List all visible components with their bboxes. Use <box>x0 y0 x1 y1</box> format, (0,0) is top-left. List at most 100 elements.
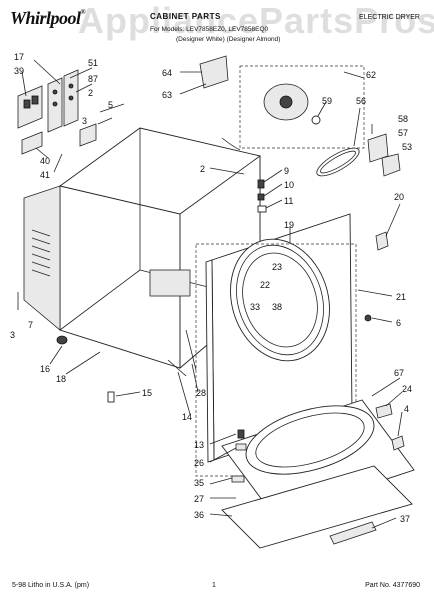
callout-36: 36 <box>194 510 204 520</box>
watermark-text: AppliancePartsPros.com <box>78 0 434 41</box>
callout-63: 63 <box>162 90 172 100</box>
leader-41 <box>53 153 63 173</box>
screw-6 <box>364 314 372 322</box>
door-gasket-67 <box>245 405 375 475</box>
callout-41: 41 <box>40 170 50 180</box>
callout-labels: 17 39 51 87 2 5 3 40 41 64 63 62 59 56 5… <box>10 52 412 524</box>
heater-box-62 <box>239 65 365 149</box>
leader-6 <box>371 317 393 323</box>
callout-38: 38 <box>272 302 282 312</box>
models-line: For Models: LEV7858EZ0, LEV7858EQ0 <box>150 26 269 33</box>
designer-line: (Designer White) (Designer Almond) <box>176 36 281 43</box>
callout-62: 62 <box>366 70 376 80</box>
wire-group <box>209 137 283 213</box>
leader-87 <box>75 83 93 93</box>
leader-39 <box>21 71 27 97</box>
side-panel-7 <box>23 185 61 331</box>
belt-group <box>316 107 401 251</box>
callout-7: 7 <box>28 320 33 330</box>
door-seal-33 <box>236 244 324 356</box>
part-20 <box>375 231 389 251</box>
callout-24: 24 <box>402 384 412 394</box>
switch-knob-1 <box>52 89 58 95</box>
front-panel-group <box>195 213 393 477</box>
clip-14 <box>167 359 187 377</box>
foot-16 <box>56 335 68 345</box>
brand-logo-text: Whirlpool <box>10 8 81 28</box>
callout-57: 57 <box>398 128 408 138</box>
callout-10: 10 <box>284 180 294 190</box>
door-gasket-inner <box>255 412 365 468</box>
door-group <box>209 377 415 549</box>
cabinet-base-left <box>59 269 141 331</box>
leader-18 <box>65 351 101 375</box>
callout-19: 19 <box>284 220 294 230</box>
footer-part-number: Part No. 4377690 <box>365 582 420 589</box>
door-opening <box>230 238 330 362</box>
heater-center <box>279 95 293 109</box>
part-59 <box>311 115 321 125</box>
hinge-24 <box>375 403 393 419</box>
callout-37: 37 <box>400 514 410 524</box>
diagram-title: CABINET PARTS <box>150 12 221 21</box>
block-53 <box>381 153 401 177</box>
leader-17 <box>33 59 61 85</box>
callout-14: 14 <box>182 412 192 422</box>
callout-3a: 3 <box>82 116 87 126</box>
bracket-64 <box>199 55 229 89</box>
bracket-40 <box>21 131 43 155</box>
product-type: ELECTRIC DRYER <box>359 14 420 21</box>
wire-harness <box>221 137 241 151</box>
brand-logo: Whirlpool® <box>10 8 86 29</box>
leader-56 <box>353 107 361 147</box>
callout-67: 67 <box>394 368 404 378</box>
drum-belt-inner <box>320 150 356 174</box>
leader-62 <box>343 71 365 79</box>
callout-28: 28 <box>196 388 206 398</box>
callout-6: 6 <box>396 318 401 328</box>
strike-35 <box>231 475 245 483</box>
leader-11 <box>265 199 283 209</box>
callout-21: 21 <box>396 292 406 302</box>
part-11 <box>257 205 267 213</box>
callout-15: 15 <box>142 388 152 398</box>
leader-10 <box>263 183 283 197</box>
hinge-4 <box>391 435 405 451</box>
leader-13 <box>209 433 237 445</box>
callout-23: 23 <box>272 262 282 272</box>
callout-51: 51 <box>88 58 98 68</box>
leader-15 <box>115 391 141 397</box>
callout-59: 59 <box>322 96 332 106</box>
heater-group <box>179 55 365 149</box>
leader-63 <box>179 83 207 95</box>
switch-knob-2 <box>52 101 58 107</box>
footer-page-number: 1 <box>212 582 216 589</box>
callout-40: 40 <box>40 156 50 166</box>
latch-26 <box>235 443 247 451</box>
leader-28 <box>191 363 199 393</box>
callout-3b: 3 <box>10 330 15 340</box>
callout-53: 53 <box>402 142 412 152</box>
leader-36 <box>209 513 233 517</box>
part-10 <box>257 193 265 201</box>
brand-reg-mark: ® <box>80 8 86 16</box>
callout-39: 39 <box>14 66 24 76</box>
callout-5: 5 <box>108 100 113 110</box>
leader-26 <box>209 447 237 463</box>
bracket-15 <box>107 391 115 403</box>
callout-11: 11 <box>284 196 293 206</box>
leader-9 <box>263 169 283 183</box>
leader-20 <box>385 203 401 237</box>
callout-9: 9 <box>284 166 289 176</box>
callout-17: 17 <box>14 52 24 62</box>
bracket-57 <box>367 133 389 163</box>
screw-5 <box>99 103 125 113</box>
callout-26: 26 <box>194 458 204 468</box>
callout-58: 58 <box>398 114 408 124</box>
door-seal-38 <box>242 252 318 348</box>
screw-2a <box>97 117 113 125</box>
switch-block-b <box>31 95 39 105</box>
callout-87: 87 <box>88 74 98 84</box>
base-bracket <box>149 269 191 297</box>
